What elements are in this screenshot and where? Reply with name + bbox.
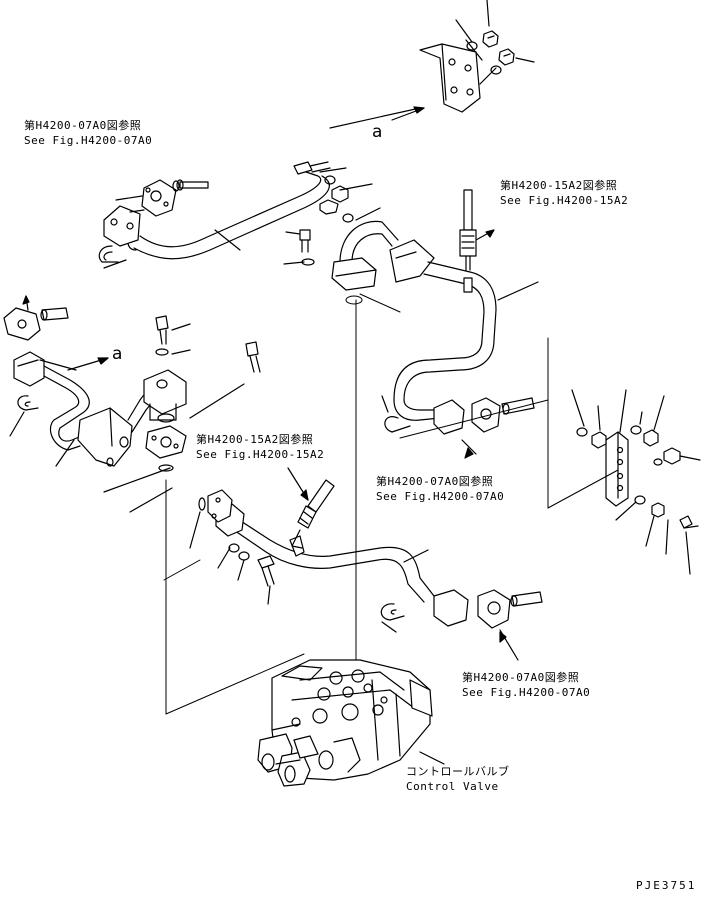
reference-jp: 第H4200-15A2図参照 bbox=[196, 433, 314, 446]
reference-label-lower-right: 第H4200-07A0図参照 See Fig.H4200-07A0 bbox=[462, 672, 590, 702]
reference-label-middle-right: 第H4200-07A0図参照 See Fig.H4200-07A0 bbox=[376, 476, 504, 506]
right-bracket bbox=[605, 431, 629, 507]
reference-en: See Fig.H4200-15A2 bbox=[196, 448, 325, 461]
lower-left-hardware bbox=[189, 497, 275, 605]
reference-jp: 第H4200-07A0図参照 bbox=[376, 475, 494, 488]
reference-en: See Fig.H4200-15A2 bbox=[500, 194, 629, 207]
detail-marker-left: a bbox=[112, 344, 123, 364]
reference-label-upper-right: 第H4200-15A2図参照 See Fig.H4200-15A2 bbox=[500, 180, 628, 210]
connection-lines bbox=[163, 293, 619, 715]
reference-jp: 第H4200-15A2図参照 bbox=[500, 179, 618, 192]
reference-jp: 第H4200-07A0図参照 bbox=[462, 671, 580, 684]
center-left-block bbox=[103, 315, 261, 513]
upper-bracket-hardware bbox=[455, 0, 535, 85]
component-jp: コントロールバルブ bbox=[406, 765, 510, 778]
upper-pipe-leader bbox=[214, 229, 241, 251]
right-bracket-hardware bbox=[571, 389, 701, 575]
right-middle-flange bbox=[433, 397, 535, 459]
detail-marker-upper: a bbox=[372, 122, 383, 142]
right-upper-pipe bbox=[331, 220, 497, 421]
detail-a-leader-top bbox=[329, 107, 421, 129]
lower-pipe bbox=[207, 489, 435, 603]
control-valve-label: コントロールバルブ Control Valve bbox=[406, 766, 510, 796]
right-u-bolt bbox=[381, 395, 411, 433]
lower-pipe-leader bbox=[403, 549, 429, 563]
left-u-bolt bbox=[9, 395, 39, 437]
lower-u-bolt bbox=[380, 603, 405, 633]
upper-u-bolt bbox=[98, 245, 127, 269]
drawing-code: PJE3751 bbox=[636, 879, 697, 892]
component-en: Control Valve bbox=[406, 780, 499, 793]
upper-pipe-flange bbox=[103, 179, 209, 247]
left-pipe-leader bbox=[55, 439, 75, 467]
reference-jp: 第H4200-07A0図参照 bbox=[24, 119, 142, 132]
reference-label-center: 第H4200-15A2図参照 See Fig.H4200-15A2 bbox=[196, 434, 324, 464]
left-flange bbox=[3, 295, 69, 341]
lower-pipe-flange bbox=[433, 589, 543, 661]
upper-right-fitting bbox=[459, 189, 495, 271]
upper-bracket bbox=[419, 43, 481, 113]
reference-en: See Fig.H4200-07A0 bbox=[462, 686, 591, 699]
left-pipe bbox=[13, 351, 167, 467]
middle-upper-bolts bbox=[283, 161, 381, 266]
right-upper-pipe-leader bbox=[497, 281, 539, 301]
reference-label-upper-left: 第H4200-07A0図参照 See Fig.H4200-07A0 bbox=[24, 120, 152, 150]
reference-en: See Fig.H4200-07A0 bbox=[24, 134, 153, 147]
control-valve bbox=[257, 659, 433, 787]
control-valve-leader bbox=[419, 751, 445, 765]
reference-en: See Fig.H4200-07A0 bbox=[376, 490, 505, 503]
center-fitting bbox=[287, 467, 335, 549]
